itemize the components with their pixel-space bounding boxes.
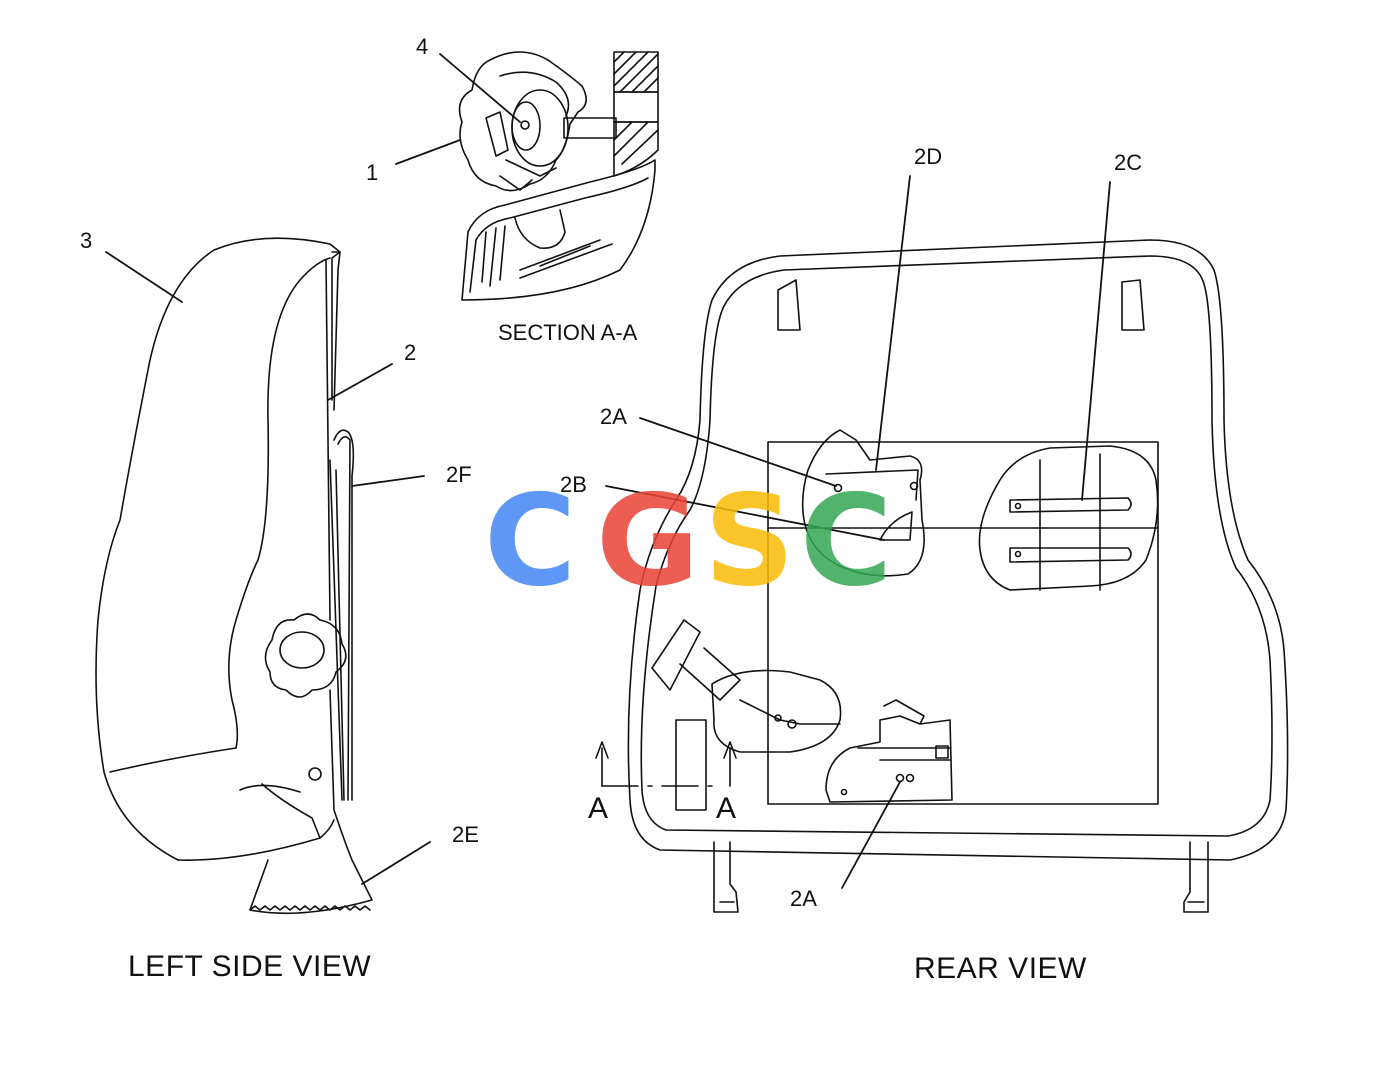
leader-2c xyxy=(1081,181,1111,501)
watermark-letter-s: S xyxy=(704,467,795,614)
left-side-view-drawing xyxy=(95,237,373,915)
callout-2a-upper: 2A xyxy=(600,404,627,429)
leader-4 xyxy=(439,53,521,123)
callout-3: 3 xyxy=(80,228,93,253)
callout-2c: 2C xyxy=(1114,150,1143,175)
callout-2a-lower: 2A xyxy=(790,886,817,911)
section-a-a-title: SECTION A-A xyxy=(498,320,638,345)
callout-2f: 2F xyxy=(446,462,472,487)
leader-2 xyxy=(327,363,393,401)
left-side-view-title: LEFT SIDE VIEW xyxy=(128,950,372,983)
leader-2a-lower xyxy=(841,781,901,889)
leader-2e xyxy=(361,841,431,885)
leader-2a-upper xyxy=(639,417,837,487)
callout-2b: 2B xyxy=(560,472,587,497)
watermark-letter-c2: C xyxy=(800,467,893,614)
leader-1 xyxy=(395,139,461,165)
watermark-letter-g: G xyxy=(596,467,700,614)
section-marker-a-left: A xyxy=(588,792,609,825)
leader-2d xyxy=(875,175,911,471)
section-a-a-drawing xyxy=(458,51,659,301)
callout-2d: 2D xyxy=(914,144,943,169)
rear-view-drawing xyxy=(595,239,1289,913)
leader-lines xyxy=(105,53,1111,889)
section-marker-a-right: A xyxy=(716,792,737,825)
callout-4: 4 xyxy=(416,34,429,59)
callout-2: 2 xyxy=(404,340,417,365)
callout-2e: 2E xyxy=(452,822,479,847)
callout-1: 1 xyxy=(366,160,379,185)
leader-2f xyxy=(351,475,425,487)
leader-2b xyxy=(605,485,885,541)
watermark-letter-c1: C xyxy=(484,467,577,614)
rear-view-title: REAR VIEW xyxy=(914,952,1087,985)
leader-3 xyxy=(105,251,183,303)
